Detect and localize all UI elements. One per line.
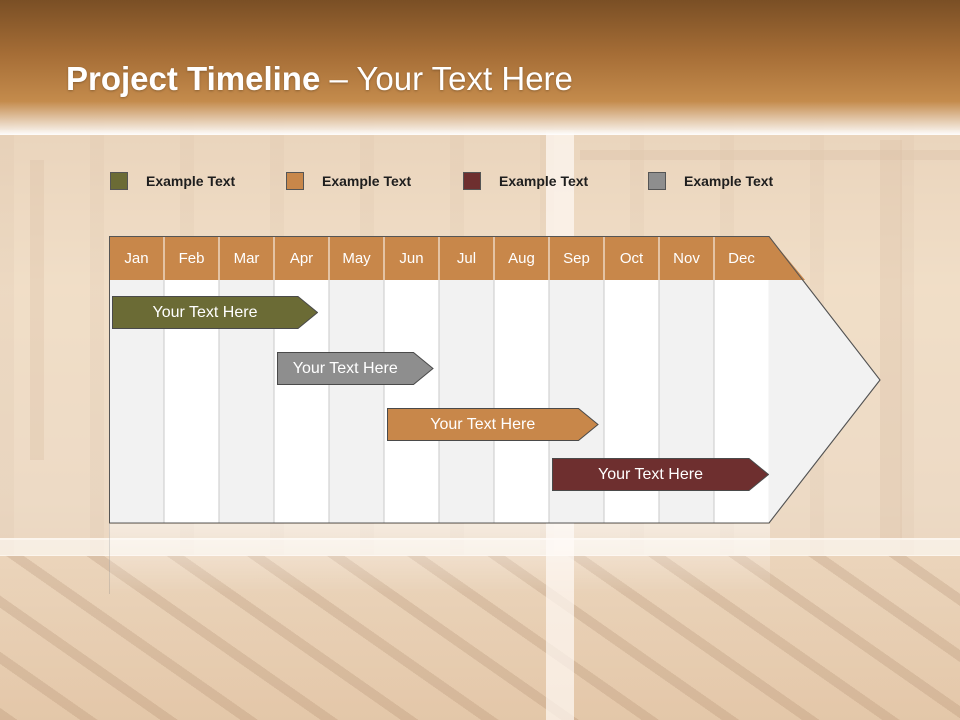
month-label: Dec <box>728 250 755 267</box>
month-header-strip <box>109 236 805 280</box>
timeline-bar-shape <box>387 408 599 441</box>
month-label: May <box>342 250 371 267</box>
legend-item: Example Text <box>648 170 773 192</box>
month-label: Feb <box>178 250 205 267</box>
timeline-bar: Your Text Here <box>552 458 769 491</box>
timeline-bar-arrow <box>277 352 434 385</box>
timeline-bar: Your Text Here <box>277 352 434 385</box>
timeline-bar-arrow <box>387 408 599 441</box>
month-label: Apr <box>289 250 314 267</box>
month-column <box>384 280 439 523</box>
timeline-bar-label: Your Text Here <box>292 360 398 377</box>
slide-title: Project Timeline – Your Text Here <box>66 60 573 98</box>
month-label: Jun <box>399 250 424 267</box>
month-column <box>439 280 494 523</box>
month-label: Nov <box>673 250 700 267</box>
timeline-bar-shape <box>112 296 318 329</box>
timeline-chart: Jan Feb Mar Apr May Jun Jul Aug Sep Oct Nov Dec You… <box>109 236 881 524</box>
legend-swatch <box>648 172 666 190</box>
legend-item: Example Text <box>286 170 411 192</box>
slide-title-rest: – Your Text Here <box>320 60 573 97</box>
month-label: Sep <box>563 250 590 267</box>
legend-item: Example Text <box>110 170 235 192</box>
month-label: Jan <box>124 250 149 267</box>
legend-swatch <box>110 172 128 190</box>
legend-swatch <box>286 172 304 190</box>
month-label: Mar <box>233 250 260 267</box>
timeline-bar: Your Text Here <box>387 408 599 441</box>
background-fade <box>0 555 960 720</box>
legend-label: Example Text <box>499 173 589 189</box>
month-column <box>329 280 384 523</box>
month-label: Aug <box>508 250 535 267</box>
background-roof-trusses <box>0 555 960 720</box>
timeline-bar-arrow <box>552 458 769 491</box>
legend-label: Example Text <box>146 173 236 189</box>
legend-item: Example Text <box>463 170 588 192</box>
timeline-grid <box>109 236 881 524</box>
timeline-bar-arrow <box>112 296 318 329</box>
title-bar: Project Timeline – Your Text Here <box>0 0 960 135</box>
timeline-bar-label: Your Text Here <box>430 416 536 433</box>
timeline-bar-label: Your Text Here <box>598 466 703 483</box>
timeline-bar-shape <box>277 352 434 385</box>
timeline-bar: Your Text Here <box>112 296 318 329</box>
month-label: Jul <box>456 250 477 267</box>
month-column <box>494 280 549 523</box>
timeline-arrow-outline <box>109 236 881 524</box>
month-label: Oct <box>619 250 644 267</box>
legend-swatch <box>463 172 481 190</box>
legend-label: Example Text <box>684 173 774 189</box>
timeline-bar-label: Your Text Here <box>152 304 258 321</box>
background-window-band <box>0 538 960 556</box>
legend-label: Example Text <box>322 173 412 189</box>
timeline-reflection <box>109 524 770 594</box>
slide-title-bold: Project Timeline <box>66 60 321 97</box>
timeline-bar-shape <box>552 458 769 491</box>
